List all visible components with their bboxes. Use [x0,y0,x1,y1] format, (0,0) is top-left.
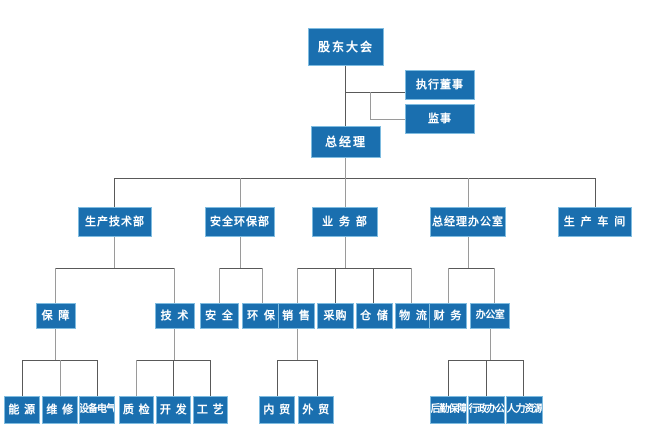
node-foreign-trade[interactable]: 外 贸 [298,396,334,424]
connector-safety-env-stem [240,237,241,268]
node-process[interactable]: 工 艺 [193,396,228,424]
connector-drop-technology [174,268,175,303]
node-business-dept[interactable]: 业 务 部 [312,207,378,237]
connector-drop-equip-electrical [97,360,98,396]
connector-business-stem [345,237,346,268]
connector-drop-admin-office [486,360,487,396]
connector-safety-env-bus [219,268,262,269]
connector-drop-energy [22,360,23,396]
node-gm-office[interactable]: 总经理办公室 [430,207,506,237]
connector-prod-tech-bus [55,268,174,269]
connector-guarantee-bus [22,360,97,361]
node-logistics[interactable]: 物 流 [395,303,432,329]
connector-guarantee-stem [55,329,56,360]
node-environment[interactable]: 环 保 [242,303,281,329]
node-sales[interactable]: 销 售 [278,303,315,329]
node-maintenance[interactable]: 维 修 [42,396,78,424]
connector-supervisor-vertical [370,92,371,119]
connector-drop-prod-tech [114,178,115,207]
connector-supervisor-horizontal [370,119,405,120]
connector-shareholders-stem [345,66,346,126]
connector-gm-stem [345,158,346,178]
connector-gm-office-stem [468,237,469,268]
connector-prod-tech-stem [114,237,115,268]
connector-exec-director-horizontal [345,92,405,93]
connector-drop-sales [297,268,298,303]
connector-drop-logistics-support [448,360,449,396]
connector-drop-purchasing [335,268,336,303]
connector-drop-environment [262,268,263,303]
connector-sales-stem [297,329,298,360]
connector-drop-foreign-trade [317,360,318,396]
node-safety[interactable]: 安 全 [200,303,239,329]
node-safety-env-dept[interactable]: 安全环保部 [205,207,275,237]
connector-drop-finance [448,268,449,303]
connector-drop-human-resources [523,360,524,396]
node-general-manager[interactable]: 总经理 [311,126,381,158]
node-finance[interactable]: 财 务 [429,303,467,329]
connector-departments-bus [114,178,595,179]
node-energy[interactable]: 能 源 [4,396,40,424]
connector-sales-bus [277,360,317,361]
node-prod-tech-dept[interactable]: 生产技术部 [78,207,152,237]
connector-drop-safety [219,268,220,303]
connector-drop-process [210,360,211,396]
node-domestic-trade[interactable]: 内 贸 [259,396,295,424]
connector-business-bus [297,268,411,269]
connector-drop-domestic-trade [277,360,278,396]
node-development[interactable]: 开 发 [156,396,191,424]
node-office[interactable]: 办公室 [470,303,510,329]
connector-gm-office-bus [448,268,494,269]
connector-drop-guarantee [55,268,56,303]
node-admin-office[interactable]: 行政办公 [468,396,505,424]
connector-office-stem [490,329,491,360]
node-purchasing[interactable]: 采购 [317,303,354,329]
node-supervisor[interactable]: 监事 [405,104,475,134]
connector-office-bus [448,360,523,361]
node-technology[interactable]: 技 术 [155,303,195,329]
connector-drop-development [173,360,174,396]
connector-drop-gm-office [468,178,469,207]
node-prod-workshop[interactable]: 生 产 车 间 [558,207,632,237]
connector-technology-stem [174,329,175,360]
connector-drop-logistics [411,268,412,303]
node-warehouse[interactable]: 仓 储 [356,303,393,329]
node-logistics-support[interactable]: 后勤保障 [430,396,467,424]
node-equip-electrical[interactable]: 设备电气 [79,396,115,424]
node-quality-check[interactable]: 质 检 [119,396,154,424]
node-shareholders[interactable]: 股东大会 [308,28,384,66]
connector-drop-business [345,178,346,207]
connector-drop-workshop [595,178,596,207]
node-human-resources[interactable]: 人力资源 [506,396,543,424]
connector-drop-office [494,268,495,303]
node-guarantee[interactable]: 保 障 [36,303,76,329]
node-exec-director[interactable]: 执行董事 [405,70,475,100]
connector-drop-quality-check [136,360,137,396]
connector-drop-safety-env [240,178,241,207]
connector-drop-warehouse [373,268,374,303]
connector-drop-maintenance [60,360,61,396]
